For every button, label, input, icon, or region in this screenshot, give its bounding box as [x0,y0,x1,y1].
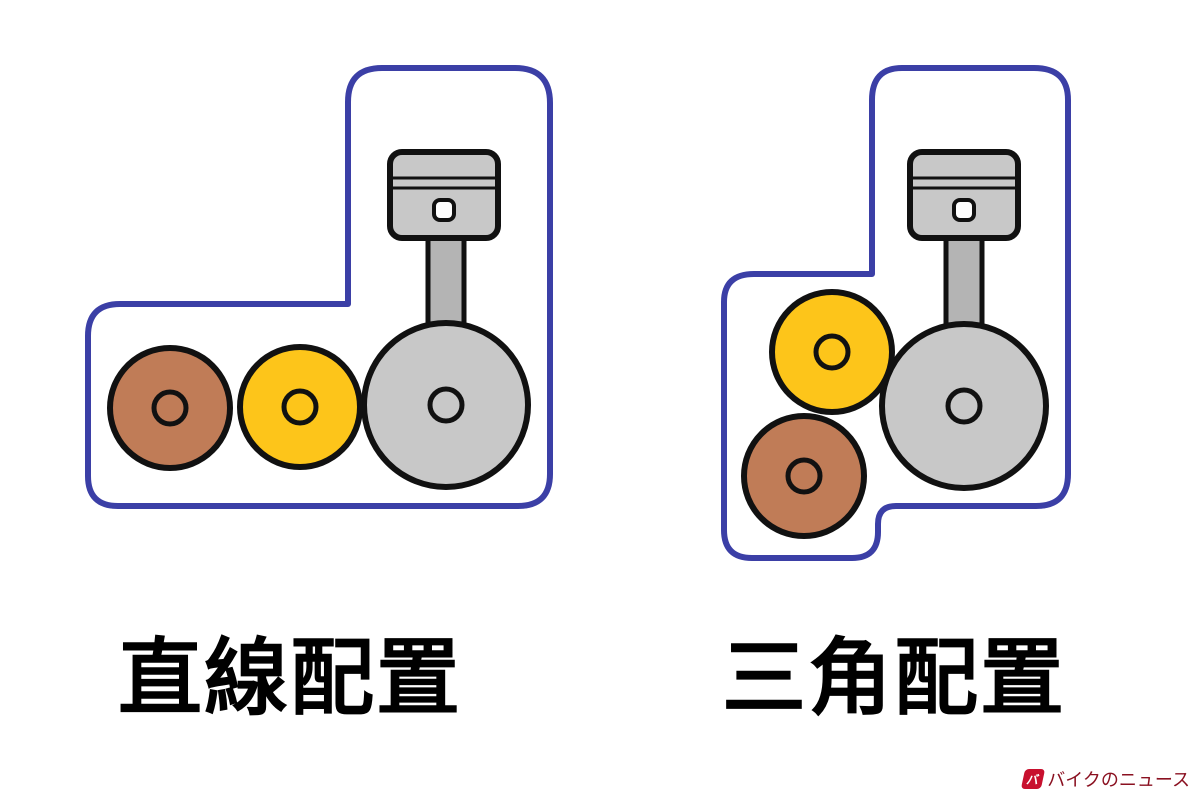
triangle-brown-gear [741,413,867,539]
logo-mark-icon: バ [1021,769,1046,789]
linear-outline [85,65,553,509]
linear-crankshaft-gear [361,320,531,490]
triangle-crankshaft-gear [879,321,1049,491]
triangle-outline [721,65,1071,561]
logo-text: バイクのニュース [1047,770,1190,791]
triangle-yellow-gear [769,289,895,415]
caption-linear-layout: 直線配置 [118,629,463,727]
piston-pin [432,198,456,222]
triangle-layout [721,65,1071,561]
linear-yellow-gear [237,344,363,470]
linear-brown-gear [107,345,233,471]
publisher-logo: バ バイクのニュース [1021,766,1190,792]
linear-layout [85,65,553,509]
piston-pin [952,198,976,222]
piston-head [907,149,1021,241]
caption-triangle-layout: 三角配置 [722,629,1067,727]
piston-head [387,149,501,241]
